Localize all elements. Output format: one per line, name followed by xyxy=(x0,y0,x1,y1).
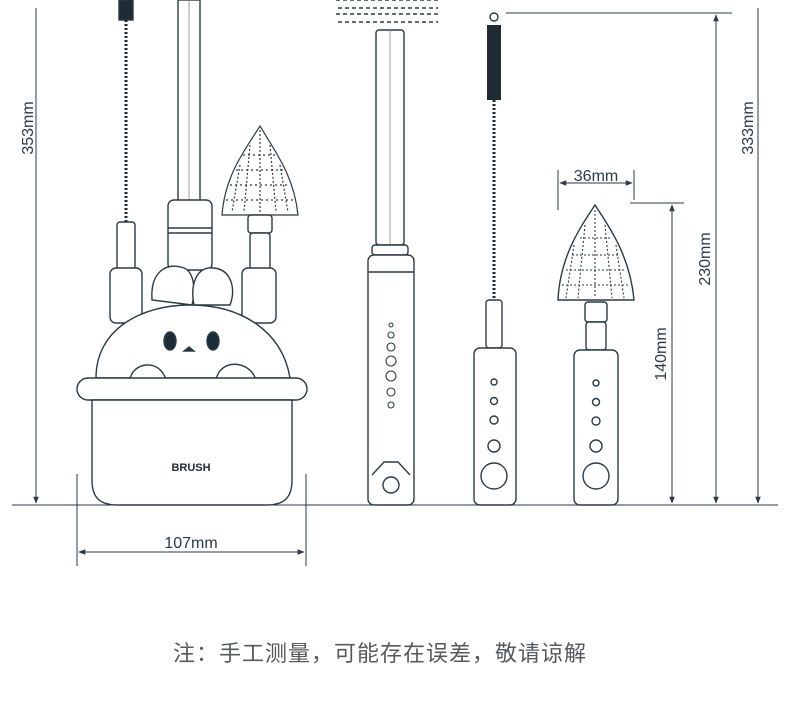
brush-logo-text: BRUSH xyxy=(171,462,210,474)
bottle-brush-buttons xyxy=(385,322,397,409)
bottle-brush xyxy=(336,0,440,506)
nipple-brush xyxy=(557,203,635,506)
dimension-140: 140mm xyxy=(630,202,684,504)
brush-holder-set: BRUSH xyxy=(76,0,308,506)
dimension-107: 107mm xyxy=(76,474,307,566)
dimension-230: 230mm xyxy=(506,12,732,504)
label-353mm: 353mm xyxy=(20,101,37,154)
dimension-333: 333mm xyxy=(740,8,761,504)
wire-brush xyxy=(473,12,517,506)
label-107mm: 107mm xyxy=(164,535,217,552)
wire-brush-tip-icon xyxy=(118,0,134,21)
dimension-353: 353mm xyxy=(20,8,39,504)
label-230mm: 230mm xyxy=(697,232,714,285)
silicone-brush-head-icon xyxy=(221,124,299,216)
label-140mm: 140mm xyxy=(653,327,670,380)
measurement-disclaimer: 注：手工测量，可能存在误差，敬请谅解 xyxy=(172,642,587,667)
label-36mm: 36mm xyxy=(574,168,618,185)
label-333mm: 333mm xyxy=(740,101,757,154)
dimension-36: 36mm xyxy=(557,168,635,210)
